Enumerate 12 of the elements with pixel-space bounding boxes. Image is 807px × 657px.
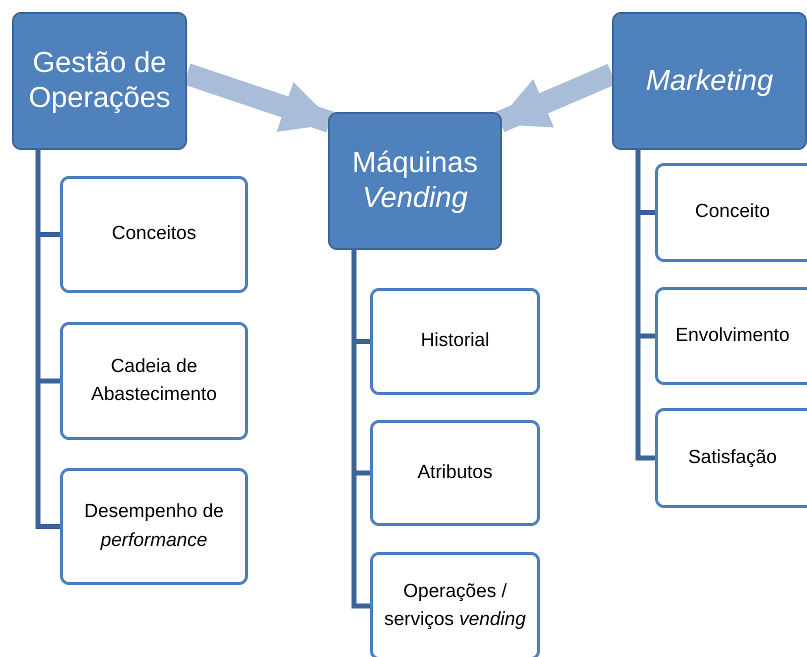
topic-box: Desempenho de performance <box>60 468 248 585</box>
topic-box: Operações / serviços vending <box>370 552 540 657</box>
topic-box: Atributos <box>370 420 540 526</box>
header-box: Marketing <box>612 12 807 150</box>
topic-box: Conceito <box>655 163 807 262</box>
topic-box: Historial <box>370 288 540 395</box>
topic-box: Envolvimento <box>655 287 807 385</box>
topic-box: Satisfação <box>655 408 807 508</box>
topic-box: Cadeia de Abastecimento <box>60 322 248 440</box>
header-box: Gestão de Operações <box>12 12 187 150</box>
header-box: Máquinas Vending <box>328 112 502 250</box>
topic-box: Conceitos <box>60 176 248 293</box>
